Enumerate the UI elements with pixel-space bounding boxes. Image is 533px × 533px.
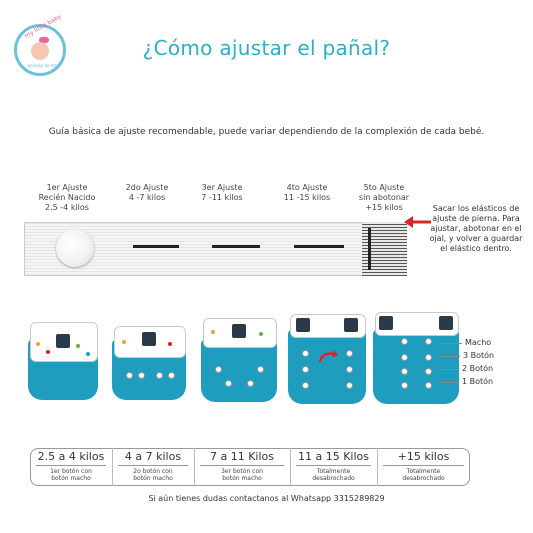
diaper-stage-5 [373, 312, 459, 406]
buttonhole-5 [368, 228, 371, 270]
buttonhole-4 [294, 245, 344, 248]
diaper-stage-3 [201, 318, 277, 404]
weight-table [30, 448, 470, 486]
label-macho: Macho [465, 338, 492, 347]
page-title: ¿Cómo ajustar el pañal? [142, 36, 391, 60]
diaper-stage-1 [28, 322, 98, 402]
label-2-boton: 2 Botón [462, 364, 494, 373]
red-arrow-icon [404, 216, 431, 228]
label-1-boton: 1 Botón [462, 377, 494, 386]
logo-baby-icon [31, 42, 49, 60]
table-divider [112, 448, 113, 486]
logo-bow-icon [39, 37, 49, 43]
buttonhole-3 [212, 245, 260, 248]
logo-subtext: pañales de tela [27, 63, 59, 68]
buttonhole-2 [133, 245, 179, 248]
diaper-stage-4 [288, 314, 366, 406]
label-line-macho [440, 343, 462, 344]
red-curve-arrow-icon [318, 350, 338, 363]
label-line-1 [440, 382, 458, 383]
footer-contact: Si aún tienes dudas contactanos al Whats… [148, 494, 385, 503]
table-divider [194, 448, 195, 486]
table-divider [377, 448, 378, 486]
table-divider [290, 448, 291, 486]
label-line-2 [440, 369, 458, 370]
diaper-stage-2 [112, 322, 186, 402]
page-subtitle: Guía básica de ajuste recomendable, pued… [48, 127, 485, 137]
label-line-3 [440, 356, 460, 357]
label-3-boton: 3 Botón [463, 351, 495, 360]
instruction-text: Sacar los elásticos de ajuste de pierna.… [429, 204, 523, 253]
snap-button-icon [56, 229, 94, 267]
brand-logo: my little baby pañales de tela [14, 13, 66, 76]
